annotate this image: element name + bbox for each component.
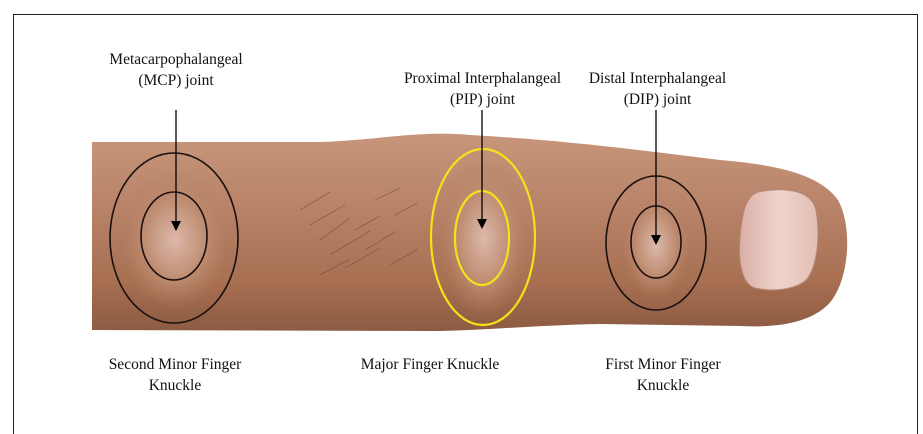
fingernail: [740, 190, 818, 290]
mcp-joint-label: Metacarpophalangeal (MCP) joint: [66, 49, 286, 91]
second-minor-knuckle-label: Second Minor Finger Knuckle: [70, 354, 280, 396]
knuckle-texture-mcp: [120, 170, 230, 310]
dip-joint-label: Distal Interphalangeal (DIP) joint: [560, 68, 755, 110]
major-knuckle-label: Major Finger Knuckle: [330, 354, 530, 375]
first-minor-knuckle-label: First Minor Finger Knuckle: [568, 354, 758, 396]
knuckle-texture-pip: [439, 158, 529, 318]
